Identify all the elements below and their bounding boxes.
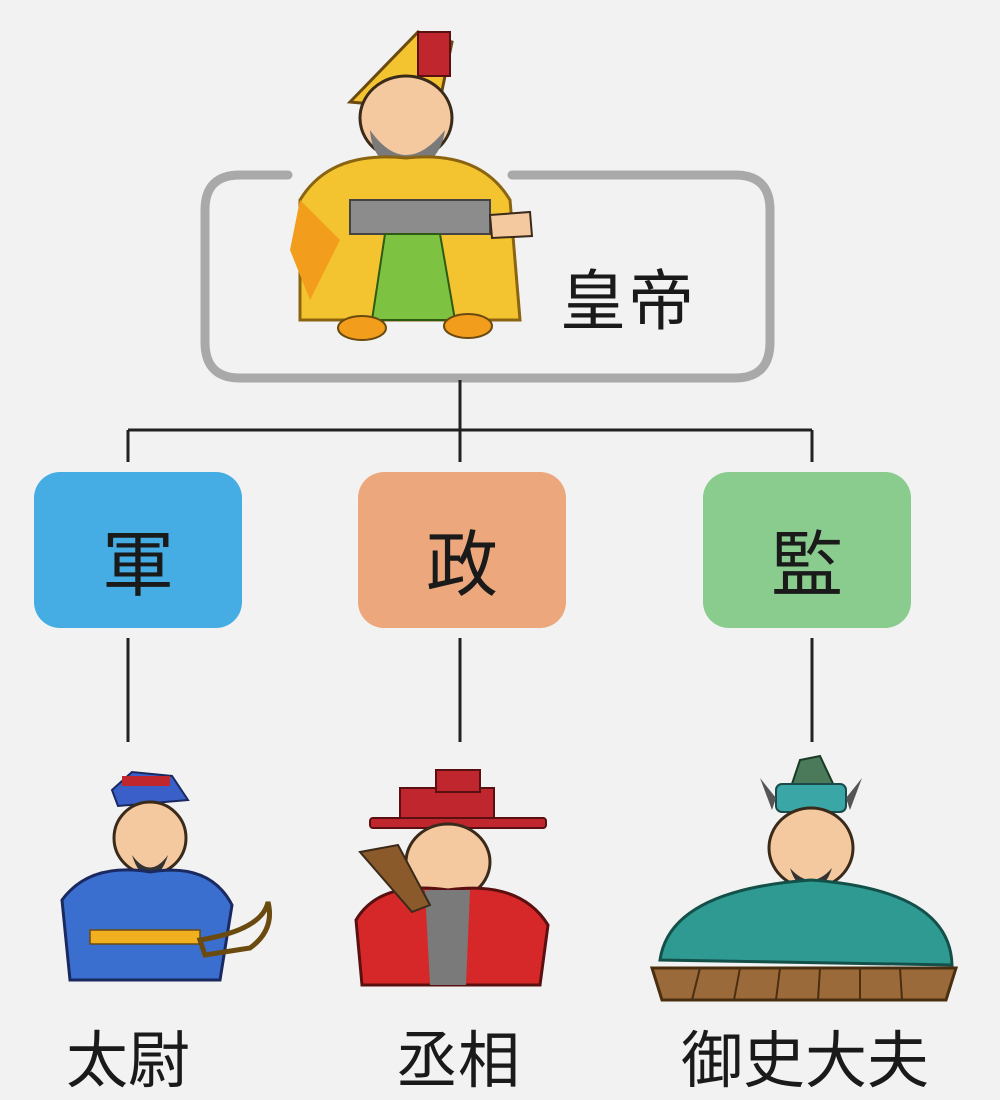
branch-box-supervision bbox=[703, 472, 911, 628]
yushi-dafu-figure bbox=[649, 754, 959, 1002]
chengxiang-figure bbox=[354, 769, 550, 987]
emperor-label: 皇帝 bbox=[560, 263, 696, 340]
org-chart: 皇帝 軍 政 監 太尉 丞相 御史大夫 bbox=[34, 30, 959, 1097]
branch-label-supervision: 監 bbox=[770, 523, 843, 607]
branch-box-military bbox=[34, 472, 242, 628]
official-name-yushi-dafu: 御史大夫 bbox=[680, 1024, 929, 1097]
branch-box-government bbox=[358, 472, 566, 628]
official-name-taiwei: 太尉 bbox=[65, 1024, 190, 1097]
taiwei-figure bbox=[60, 770, 272, 982]
branch-label-government: 政 bbox=[425, 523, 498, 607]
connector-lines bbox=[126, 380, 814, 742]
emperor-frame bbox=[200, 170, 775, 383]
diagram-canvas bbox=[34, 30, 959, 1002]
emperor-figure bbox=[290, 30, 534, 341]
official-name-chengxiang: 丞相 bbox=[395, 1024, 520, 1097]
branch-label-military: 軍 bbox=[101, 523, 174, 607]
